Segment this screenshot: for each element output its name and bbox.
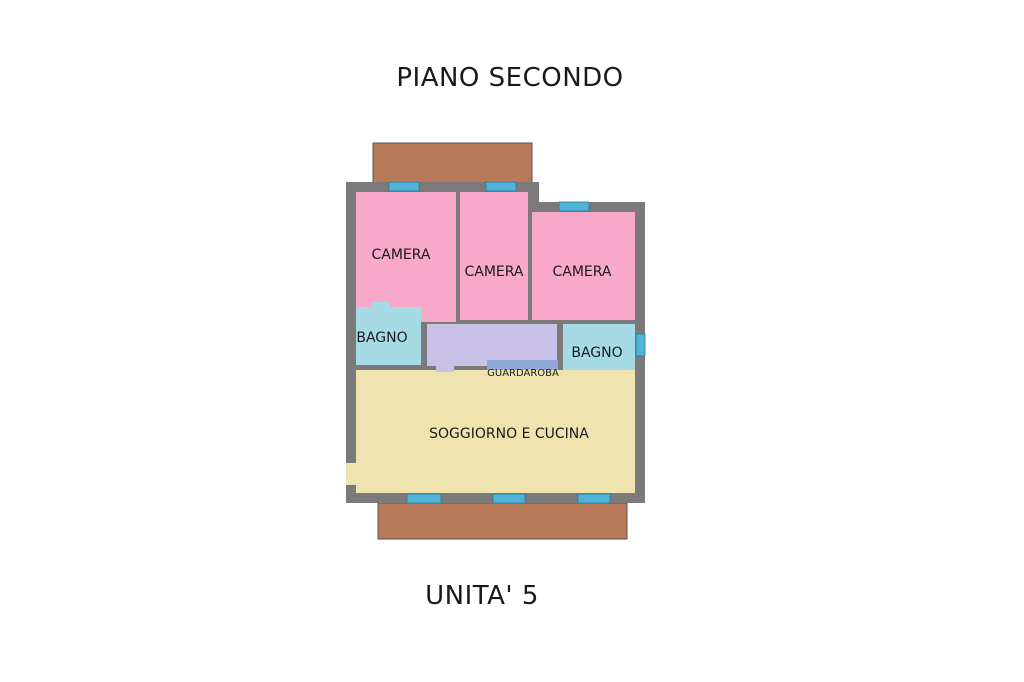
room-camera-1	[356, 192, 456, 322]
label-bagno-2: BAGNO	[571, 345, 622, 361]
door-opening	[436, 364, 454, 372]
window	[388, 181, 420, 192]
door-opening	[372, 302, 390, 308]
room-camera-2	[460, 192, 528, 320]
room-corridor	[427, 324, 557, 366]
label-guardaroba: GUARDAROBA	[487, 368, 559, 379]
label-soggiorno: SOGGIORNO E CUCINA	[429, 426, 589, 442]
unit-label: UNITA' 5	[425, 581, 539, 611]
room-bagno-1	[356, 307, 421, 365]
balcony-top	[372, 142, 533, 184]
window	[635, 333, 646, 357]
window	[485, 181, 517, 192]
balcony-bottom	[377, 502, 628, 540]
room-camera-3	[532, 212, 635, 320]
label-bagno-1: BAGNO	[356, 330, 407, 346]
label-camera-3: CAMERA	[552, 264, 611, 280]
door-opening	[346, 463, 356, 485]
page-title: PIANO SECONDO	[396, 63, 624, 93]
window	[558, 201, 590, 212]
label-camera-2: CAMERA	[464, 264, 523, 280]
label-camera-1: CAMERA	[371, 247, 430, 263]
window	[577, 493, 611, 504]
room-soggiorno-ext	[487, 384, 635, 394]
window	[492, 493, 526, 504]
window	[406, 493, 442, 504]
